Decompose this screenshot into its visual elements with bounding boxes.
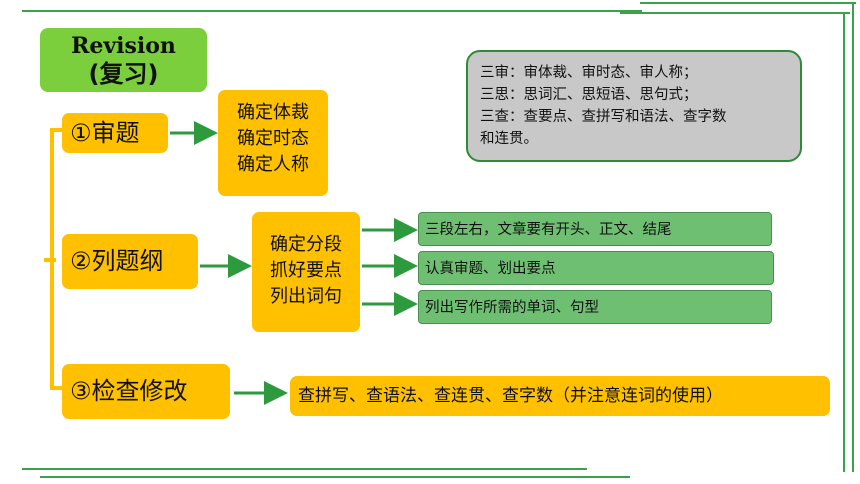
bracket-bottom: [50, 386, 64, 390]
outline-sub-item: 三段左右，文章要有开头、正文、结尾: [418, 212, 772, 246]
note-line: 和连贯。: [480, 131, 538, 147]
detail-item: 确定分段: [270, 234, 342, 255]
bottom-divider-line-2: [40, 476, 630, 478]
detail-item: 确定人称: [237, 154, 309, 175]
result-text: 查拼写、查语法、查连贯、查字数（并注意连词的使用）: [298, 386, 723, 406]
note-line: 三思：思词汇、思短语、思句式；: [480, 87, 698, 103]
step1-details: 确定体裁 确定时态 确定人称: [218, 90, 328, 196]
sub-item-text: 认真审题、划出要点: [425, 261, 556, 277]
sub-item-text: 三段左右，文章要有开头、正文、结尾: [425, 222, 672, 238]
sub-item-text: 列出写作所需的单词、句型: [425, 300, 599, 316]
step-label: ①审题: [70, 119, 140, 147]
top-divider-line: [22, 10, 642, 12]
step-review-topic: ①审题: [62, 113, 168, 153]
detail-item: 列出词句: [270, 286, 342, 307]
step3-result: 查拼写、查语法、查连贯、查字数（并注意连词的使用）: [290, 376, 830, 416]
outline-sub-item: 认真审题、划出要点: [418, 251, 774, 285]
summary-note: 三审：审体裁、审时态、审人称； 三思：思词汇、思短语、思句式； 三查：查要点、查…: [466, 50, 802, 162]
step-label: ③检查修改: [70, 377, 188, 405]
outline-sub-item: 列出写作所需的单词、句型: [418, 290, 772, 324]
detail-item: 确定体裁: [237, 102, 309, 123]
step-outline: ②列题纲: [62, 234, 198, 289]
top-right-line-h: [620, 12, 850, 14]
right-border-line: [843, 12, 845, 472]
detail-item: 确定时态: [237, 128, 309, 149]
title-english: Revision: [71, 33, 176, 59]
right-border-line-2: [852, 2, 854, 472]
bracket-middle: [44, 258, 56, 262]
title-chinese: (复习): [88, 60, 159, 88]
title-box: Revision (复习): [40, 28, 207, 92]
detail-item: 抓好要点: [270, 260, 342, 281]
note-line: 三审：审体裁、审时态、审人称；: [480, 65, 698, 81]
top-right-line-h2: [640, 2, 856, 4]
step-label: ②列题纲: [70, 247, 164, 275]
bracket-top: [50, 128, 64, 132]
note-line: 三查：查要点、查拼写和语法、查字数: [480, 109, 727, 125]
bottom-divider-line: [22, 468, 587, 470]
step-check-revise: ③检查修改: [62, 364, 230, 419]
step2-details: 确定分段 抓好要点 列出词句: [252, 212, 360, 332]
